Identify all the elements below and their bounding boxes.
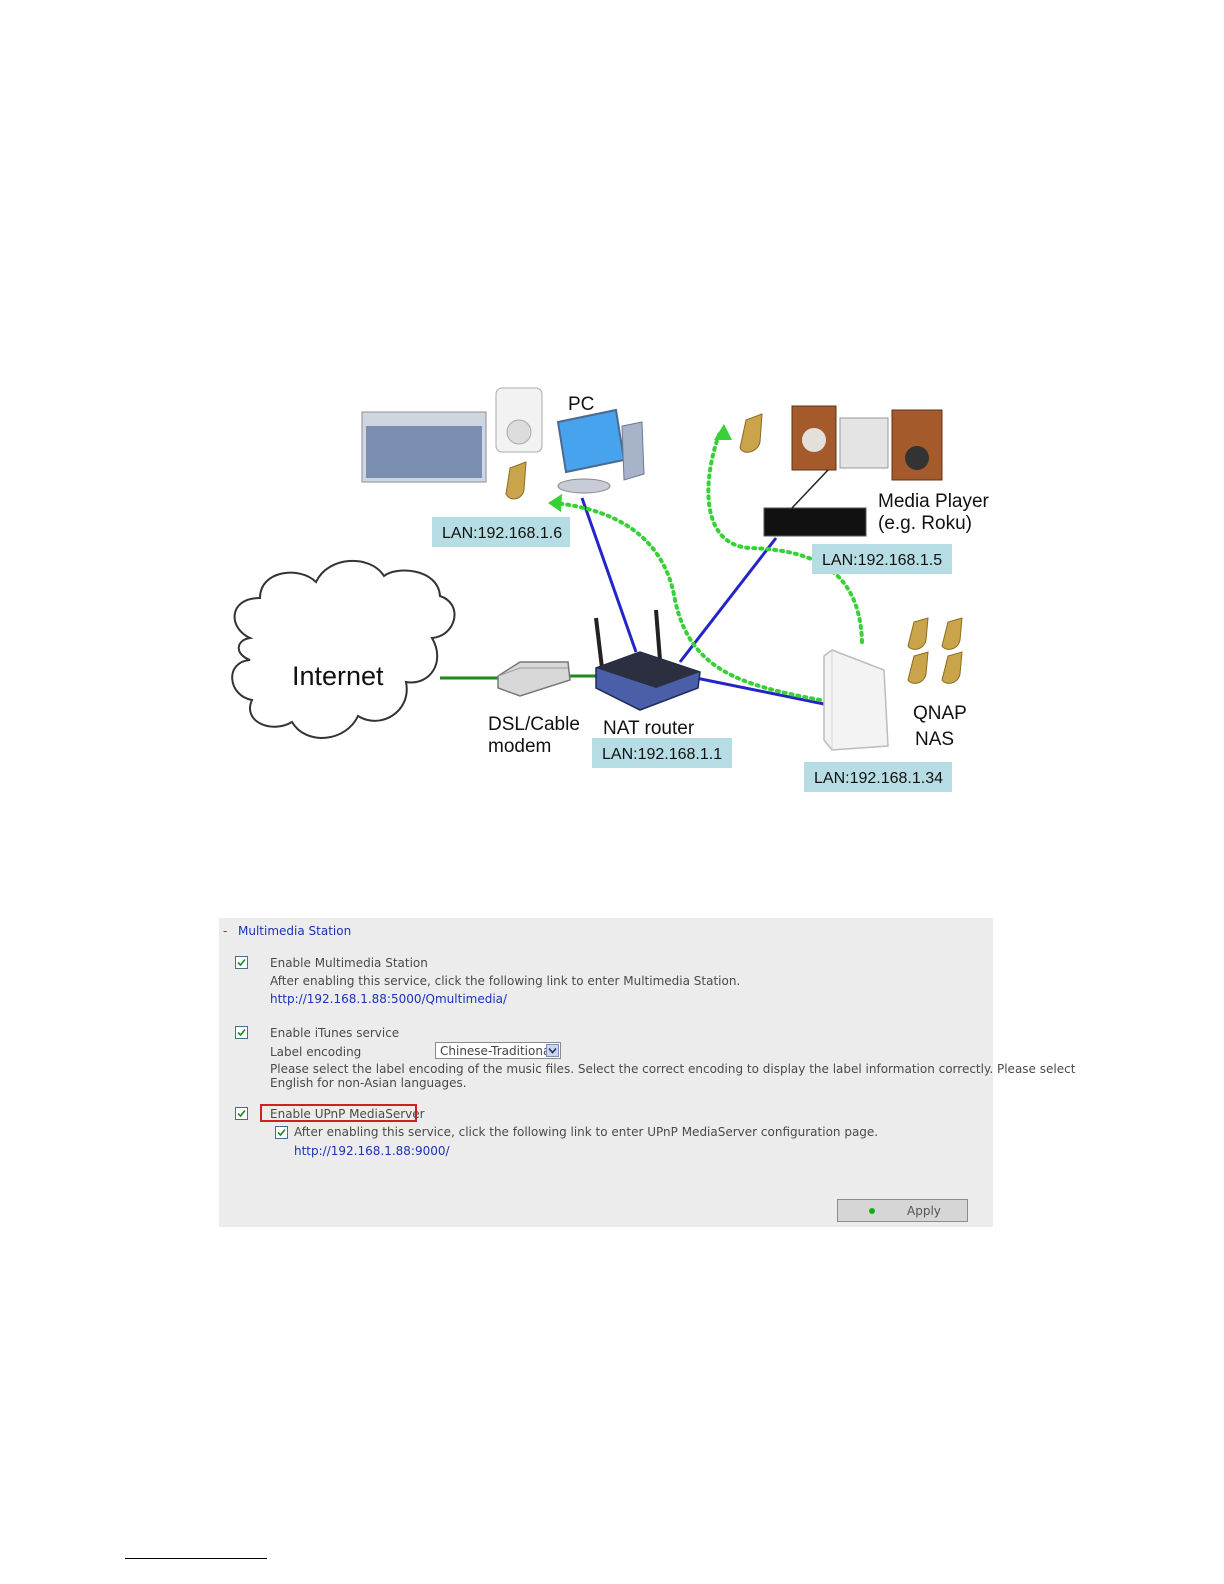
music-note-media-icon — [739, 413, 763, 453]
panel-title[interactable]: Multimedia Station — [238, 924, 352, 938]
upnp-link[interactable]: http://192.168.1.88:9000/ — [294, 1144, 450, 1158]
label-encoding-select[interactable]: Chinese-Traditional — [435, 1042, 561, 1059]
upnp-highlight-box — [260, 1104, 417, 1122]
nas-lan-label: LAN:192.168.1.34 — [814, 770, 943, 787]
media-player-label-line2: (e.g. Roku) — [878, 513, 972, 534]
router-label: NAT router — [603, 718, 695, 739]
media-player-label-line1: Media Player — [878, 491, 990, 512]
upnp-description: After enabling this service, click the f… — [294, 1125, 879, 1139]
internet-cloud — [231, 560, 456, 739]
enable-multimedia-checkbox[interactable] — [235, 956, 248, 969]
stream-arrow-pc — [548, 494, 562, 512]
nas-lan-badge — [804, 762, 952, 792]
nas-label-line2: NAS — [915, 729, 954, 750]
media-lan-badge — [812, 544, 952, 574]
checkmark-icon — [237, 958, 246, 967]
enable-itunes-label: Enable iTunes service — [270, 1026, 400, 1040]
media-lan-label: LAN:192.168.1.5 — [822, 552, 942, 569]
checkmark-icon — [277, 1128, 286, 1137]
checkmark-icon — [237, 1109, 246, 1118]
media-player-icon — [763, 405, 943, 537]
nas-icon — [823, 649, 889, 751]
collapse-toggle[interactable]: - — [223, 924, 228, 938]
enable-upnp-label: Enable UPnP MediaServer — [270, 1107, 425, 1121]
footnote-divider — [125, 1558, 267, 1559]
wire-router-media — [678, 537, 778, 663]
upnp-config-checkbox[interactable] — [275, 1126, 288, 1139]
pc-lan-label: LAN:192.168.1.6 — [442, 525, 562, 542]
stream-arrow-media — [714, 424, 732, 440]
modem-label-line2: modem — [488, 736, 551, 757]
multimedia-link[interactable]: http://192.168.1.88:5000/Qmultimedia/ — [270, 992, 508, 1006]
stream-nas-to-media — [706, 430, 864, 644]
modem-icon — [497, 661, 571, 697]
multimedia-station-panel: - Multimedia Station Enable Multimedia S… — [219, 918, 1075, 1227]
pc-lan-badge — [432, 517, 570, 547]
enable-upnp-checkbox[interactable] — [235, 1107, 248, 1120]
itunes-note-line2: English for non-Asian languages. — [270, 1076, 467, 1090]
apply-button[interactable]: Apply — [837, 1199, 968, 1222]
pc-label: PC — [568, 394, 594, 415]
status-dot-icon — [869, 1208, 875, 1214]
wire-router-nas — [695, 676, 825, 706]
label-encoding-value: Chinese-Traditional — [440, 1044, 554, 1058]
wire-router-pc — [580, 497, 638, 653]
internet-label: Internet — [292, 661, 384, 691]
label-encoding-label: Label encoding — [270, 1045, 362, 1059]
checkmark-icon — [237, 1028, 246, 1037]
nas-label-line1: QNAP — [913, 703, 967, 724]
pc-icon — [361, 387, 645, 494]
music-notes-nas-icon — [907, 617, 963, 684]
apply-label: Apply — [907, 1204, 941, 1218]
enable-multimedia-label: Enable Multimedia Station — [270, 956, 428, 970]
music-note-icon — [505, 461, 527, 500]
router-icon — [594, 609, 701, 711]
modem-label-line1: DSL/Cable — [488, 714, 580, 735]
stream-nas-to-pc — [553, 501, 822, 702]
network-diagram: Internet DSL/Cable modem NAT router PC — [231, 387, 990, 792]
chevron-down-icon[interactable] — [546, 1044, 559, 1057]
router-lan-badge — [592, 738, 732, 768]
itunes-note-line1: Please select the label encoding of the … — [270, 1062, 1076, 1076]
enable-itunes-checkbox[interactable] — [235, 1026, 248, 1039]
router-lan-label: LAN:192.168.1.1 — [602, 746, 722, 763]
multimedia-description: After enabling this service, click the f… — [270, 974, 741, 988]
